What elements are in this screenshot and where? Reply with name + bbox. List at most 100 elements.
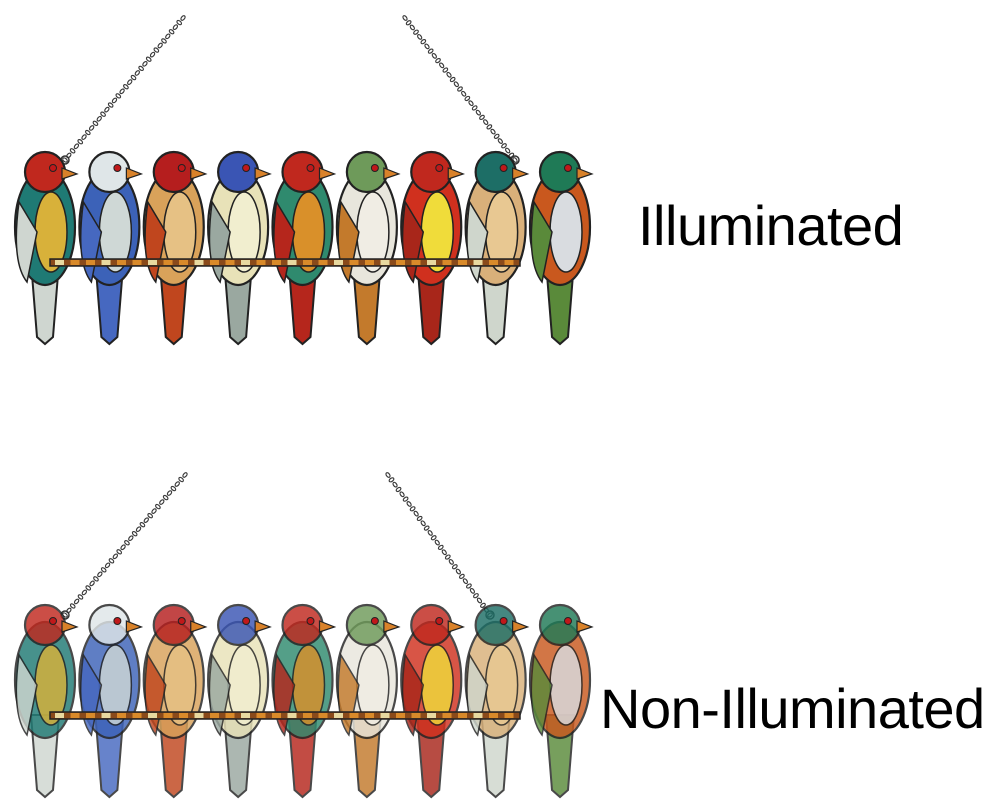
bird-eye [177, 617, 186, 625]
perch-glass-segment [148, 713, 157, 718]
bird-belly [549, 644, 583, 726]
bird-head [538, 150, 582, 194]
chain-link [178, 476, 184, 483]
perch-glass-segment [318, 260, 328, 265]
bird-eye [242, 164, 251, 172]
chain-link [69, 148, 76, 154]
bird-head [345, 150, 388, 194]
chain-link [405, 20, 412, 26]
chain-link [62, 157, 68, 163]
perch-glass-segment [427, 713, 436, 718]
chain-link [119, 88, 125, 95]
bird-eye [499, 617, 508, 625]
perch-glass-segment [210, 713, 219, 718]
chain-link [104, 562, 111, 569]
chain-link [455, 568, 461, 575]
perch-glass-segment [86, 260, 95, 265]
chain-link [399, 491, 405, 498]
perch-glass-segment [318, 713, 328, 718]
perch-glass-segment [349, 713, 359, 718]
perch-glass-segment [225, 260, 235, 265]
chain-link [458, 573, 465, 579]
perch-glass-segment [117, 713, 126, 718]
perch-glass-segment [55, 713, 64, 718]
chain-link [161, 38, 167, 44]
bird-head [23, 603, 67, 647]
chain-link [182, 472, 188, 478]
chain-link [93, 576, 99, 582]
chain-link [108, 558, 115, 564]
stained-glass-birds-non-illuminated [13, 472, 594, 799]
chain-link [427, 530, 433, 536]
chain-link [127, 79, 133, 85]
chain-link [159, 499, 165, 505]
bird-eye [564, 164, 572, 172]
bird-beak [125, 620, 144, 633]
perch-glass-segment [427, 260, 436, 265]
perch-glass-segment [241, 260, 250, 265]
chain-link [97, 571, 103, 578]
chain-link [180, 15, 186, 21]
bird-head [538, 603, 582, 647]
chain-link [413, 29, 419, 35]
chain-link [434, 539, 440, 546]
perch-glass-segment [303, 260, 312, 265]
chain-link [449, 76, 456, 83]
illuminated-product-photo [0, 0, 620, 360]
perch-glass-segment [163, 260, 173, 265]
chain-link [100, 567, 107, 573]
chain-link [151, 508, 157, 514]
bird-head [474, 603, 517, 647]
bird-head [345, 603, 388, 647]
perch-glass-segment [349, 260, 359, 265]
chain-link [155, 503, 161, 510]
chain-link [174, 481, 180, 487]
chain-link [165, 33, 171, 40]
chain-link [124, 540, 130, 546]
chain-link [131, 531, 138, 537]
chain-link [430, 535, 437, 541]
chain-link [469, 587, 476, 594]
bird-eye [242, 617, 251, 625]
chain-link [162, 494, 169, 501]
perch-glass-segment [473, 713, 483, 718]
chain-link [462, 578, 468, 585]
chain-link [409, 24, 415, 31]
bird-eye [306, 164, 315, 172]
chain-link [157, 42, 163, 49]
bird-beak [254, 167, 272, 180]
bird-head [88, 603, 131, 647]
chain-link [145, 56, 152, 62]
chain-link [89, 580, 95, 587]
chain-link [81, 134, 87, 140]
perch-glass-segment [272, 713, 281, 718]
perch-glass-segment [396, 713, 405, 718]
chain-link [69, 603, 76, 609]
perch-glass-segment [396, 260, 405, 265]
chain-link [512, 157, 518, 163]
perch-glass-segment [442, 713, 452, 718]
chain-link [170, 485, 177, 492]
chain-link [417, 34, 423, 40]
bird-eye [49, 164, 57, 172]
perch-glass-segment [365, 260, 374, 265]
chain-link [66, 607, 72, 614]
chain-link [431, 52, 437, 59]
perch-glass-segment [101, 260, 111, 265]
chain-link [166, 490, 173, 496]
perch-glass-segment [55, 260, 64, 265]
bird-beak [512, 167, 530, 180]
bird-head [217, 603, 260, 647]
chain-link [423, 525, 430, 531]
bird-beak [190, 167, 208, 180]
chain-link [128, 535, 134, 542]
perch-glass-segment [504, 713, 514, 718]
bird-head [281, 603, 324, 647]
chain-link [138, 65, 144, 72]
chain-link [483, 119, 489, 126]
perch-glass-segment [86, 713, 95, 718]
chain-link [388, 477, 395, 483]
perch-glass-segment [489, 260, 498, 265]
perch-glass-segment [101, 713, 111, 718]
chain-link [493, 133, 500, 139]
